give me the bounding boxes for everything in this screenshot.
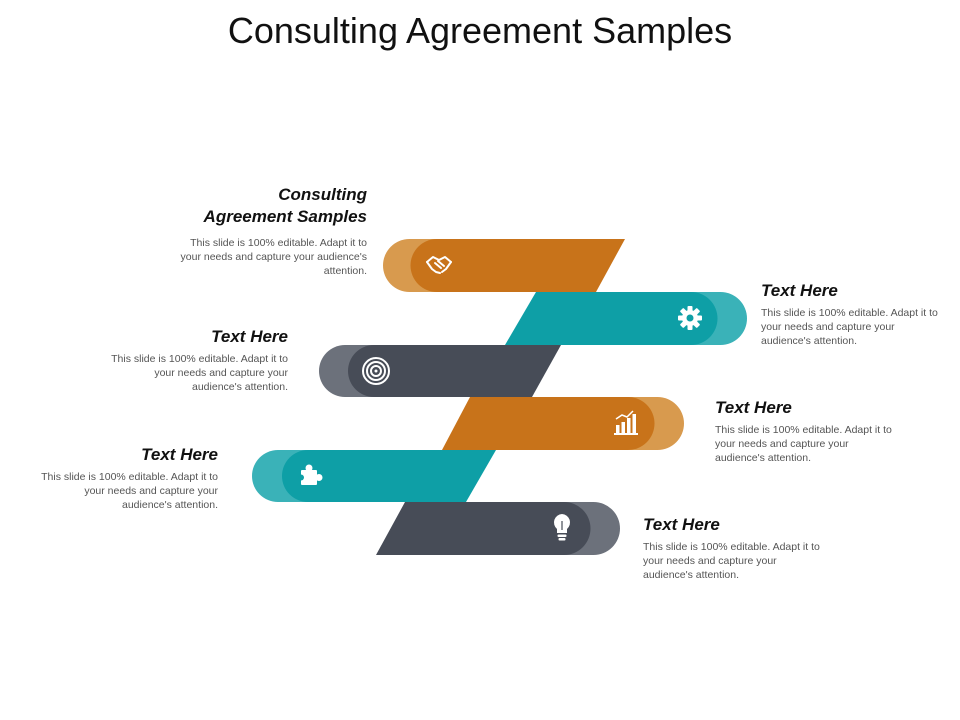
text-block-6-heading: Text Here [643, 515, 720, 534]
band-6 [376, 502, 620, 555]
band-4-body [442, 397, 655, 450]
gear-icon [678, 306, 702, 330]
text-block-6-description: This slide is 100% editable. Adapt it to… [643, 541, 820, 581]
text-block-2-heading: Text Here [761, 281, 838, 300]
band-1 [383, 239, 625, 292]
text-block-4: Text Here This slide is 100% editable. A… [715, 397, 901, 465]
text-block-1: Consulting Agreement Samples This slide … [167, 184, 367, 278]
text-block-2: Text Here This slide is 100% editable. A… [761, 280, 947, 348]
text-block-1-description: This slide is 100% editable. Adapt it to… [180, 237, 367, 277]
band-2 [505, 292, 747, 345]
text-block-2-description: This slide is 100% editable. Adapt it to… [761, 307, 938, 347]
band-3 [319, 345, 561, 397]
text-block-1-heading: Consulting Agreement Samples [203, 185, 367, 226]
text-block-5-description: This slide is 100% editable. Adapt it to… [41, 471, 218, 511]
text-block-4-heading: Text Here [715, 398, 792, 417]
text-block-5-heading: Text Here [141, 445, 218, 464]
text-block-3: Text Here This slide is 100% editable. A… [102, 326, 288, 394]
lightbulb-icon [553, 514, 571, 541]
text-block-4-description: This slide is 100% editable. Adapt it to… [715, 424, 892, 464]
band-3-body [348, 345, 561, 397]
page-title: Consulting Agreement Samples [227, 10, 733, 51]
band-5 [252, 450, 496, 502]
band-6-body [376, 502, 591, 555]
band-1-body [410, 239, 625, 292]
text-block-3-heading: Text Here [211, 327, 288, 346]
text-block-5: Text Here This slide is 100% editable. A… [32, 444, 218, 512]
target-icon [362, 357, 390, 385]
text-block-3-description: This slide is 100% editable. Adapt it to… [111, 353, 288, 393]
band-4 [442, 397, 684, 450]
band-5-body [282, 450, 496, 502]
text-block-6: Text Here This slide is 100% editable. A… [643, 514, 829, 582]
handshake-icon [426, 256, 452, 274]
band-2-body [505, 292, 718, 345]
puzzle-icon [298, 464, 323, 485]
bar-chart-icon [614, 410, 638, 435]
